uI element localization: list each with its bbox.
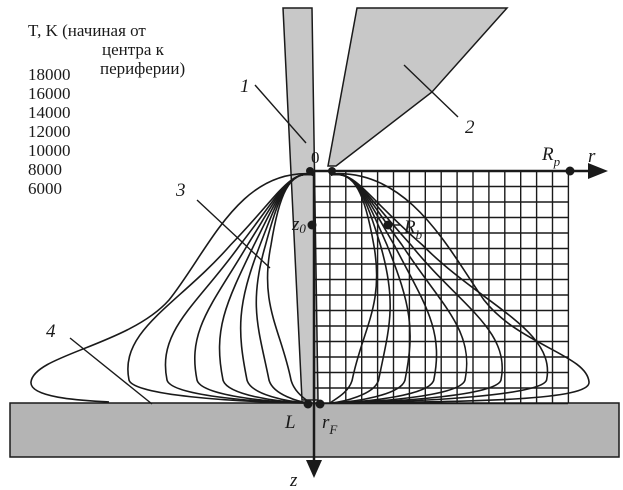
isotherm-curve (218, 173, 438, 404)
label-cathode-number: 1 (240, 76, 250, 97)
legend-title-line-1: T, K (начиная от (28, 21, 146, 40)
label-L: L (284, 412, 296, 433)
isotherm-curve (164, 173, 504, 404)
legend-title-line-3: периферии) (100, 59, 185, 78)
label-rp-sub: p (553, 154, 561, 169)
label-z0-sub: 0 (299, 221, 306, 236)
temperature-value: 6000 (28, 179, 62, 198)
label-r-axis: r (588, 146, 596, 167)
isotherm-curve-outer (30, 173, 590, 404)
temperature-value: 10000 (28, 141, 71, 160)
rp-point (565, 166, 575, 176)
label-origin: 0 (311, 148, 320, 167)
label-z0-main: z (291, 214, 300, 235)
r-axis (314, 163, 608, 179)
label-arc-number: 3 (175, 180, 186, 201)
temperature-value: 12000 (28, 122, 71, 141)
label-rf: rF (322, 412, 338, 437)
label-rp-main: R (541, 144, 554, 165)
rb-point (383, 220, 393, 230)
leader-line-2 (403, 64, 459, 118)
label-rf-sub: F (328, 422, 338, 437)
leader-line-1 (254, 84, 307, 144)
leader-line-3 (196, 199, 271, 269)
legend-title-line-2: центра к (102, 40, 165, 59)
isotherm-lines (30, 173, 590, 404)
z-axis-arrow-icon (306, 460, 322, 478)
label-nozzle-number: 2 (465, 117, 475, 138)
leader-line-4 (69, 337, 153, 405)
temperature-value: 16000 (28, 84, 71, 103)
computational-grid (313, 170, 570, 405)
temperature-value: 14000 (28, 103, 71, 122)
label-rb-main: R (403, 217, 416, 238)
label-workpiece-number: 4 (46, 321, 56, 342)
temperature-value: 18000 (28, 65, 71, 84)
label-rp: Rp (541, 144, 561, 169)
label-rf-main: r (322, 412, 330, 433)
isotherm-curve (266, 173, 378, 404)
origin-point-left (306, 167, 314, 175)
label-z0: z0 (291, 214, 306, 236)
rf-point (315, 399, 325, 409)
nozzle-electrode (327, 7, 509, 167)
origin-point-right (328, 167, 336, 175)
r-axis-arrow-icon (588, 163, 608, 179)
z-axis (306, 171, 322, 478)
L-point (303, 399, 313, 409)
label-rb: Rb (403, 217, 423, 242)
temperature-value: 8000 (28, 160, 62, 179)
label-z-axis: z (289, 470, 298, 490)
z0-point (307, 220, 317, 230)
isotherm-curve (127, 173, 549, 404)
label-rb-sub: b (416, 227, 423, 242)
